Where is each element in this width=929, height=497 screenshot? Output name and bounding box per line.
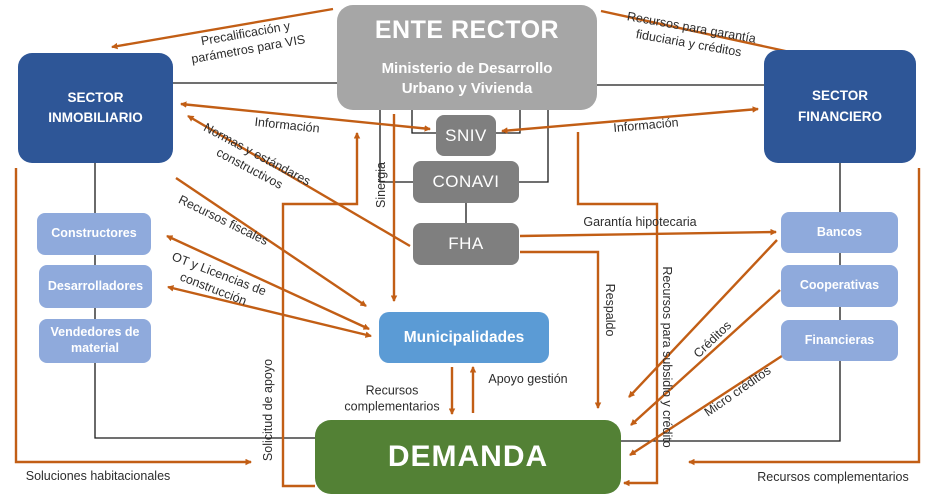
label-recursos-complementarios-derecha: Recursos complementarios [757,470,909,485]
box-ente-rector: ENTE RECTOR Ministerio de Desarrollo Urb… [337,5,597,110]
arrow-solicitud-apoyo [281,132,361,488]
arrow-precalificacion [111,7,334,50]
label-recursos-subsidio: Recursos para subsidio y crédito [659,266,674,448]
label-recursos-complementarios-centro: Recursos complementarios [344,383,440,413]
arrow-cooperativas-demanda [630,289,781,426]
orange-arrows [14,7,921,488]
box-fha: FHA [413,223,519,265]
black-connectors [94,82,841,442]
label-solicitud-apoyo: Solicitud de apoyo [261,358,276,462]
label-soluciones-habitacionales: Soluciones habitacionales [25,469,171,484]
arrow-ot-licencias [167,285,372,338]
link-ente-subboxes [379,110,549,183]
box-demanda: DEMANDA [315,420,621,494]
ente-rector-subtitle: Ministerio de Desarrollo Urbano y Vivien… [381,59,553,97]
ente-rector-title: ENTE RECTOR [374,15,560,44]
box-cooperativas: Cooperativas [781,265,898,307]
arrow-normas [187,114,411,248]
link-left-column [94,163,315,439]
box-municipalidades: Municipalidades [379,312,549,363]
arrow-recursos-garantia [600,9,814,60]
label-garantia-hipotecaria: Garantía hipotecaria [583,215,697,230]
label-sinergia: Sinergia [374,162,389,208]
box-bancos: Bancos [781,212,898,253]
box-sniv: SNIV [436,115,496,156]
arrow-recursos-subsidio [576,132,659,487]
box-conavi: CONAVI [413,161,519,203]
arrow-informacion-right [501,106,759,134]
arrow-recursos-complementarios-derecha [688,168,921,466]
arrow-garantia-hipotecaria [519,228,777,238]
box-constructores: Constructores [37,213,151,255]
label-apoyo-gestion: Apoyo gestión [488,372,568,387]
label-respaldo: Respaldo [602,283,617,337]
arrow-respaldo [520,250,602,409]
box-vendedores-material: Vendedores de material [39,319,151,363]
box-sector-financiero: SECTOR FINANCIERO [764,50,916,163]
arrow-micro-creditos [629,350,789,457]
arrow-informacion-left [180,101,431,132]
box-sector-inmobiliario: SECTOR INMOBILIARIO [18,53,173,163]
box-financieras: Financieras [781,320,898,361]
link-right-column [621,163,841,442]
box-desarrolladores: Desarrolladores [39,265,152,308]
arrow-creditos [628,239,778,398]
arrow-soluciones-habitacionales [14,168,252,466]
